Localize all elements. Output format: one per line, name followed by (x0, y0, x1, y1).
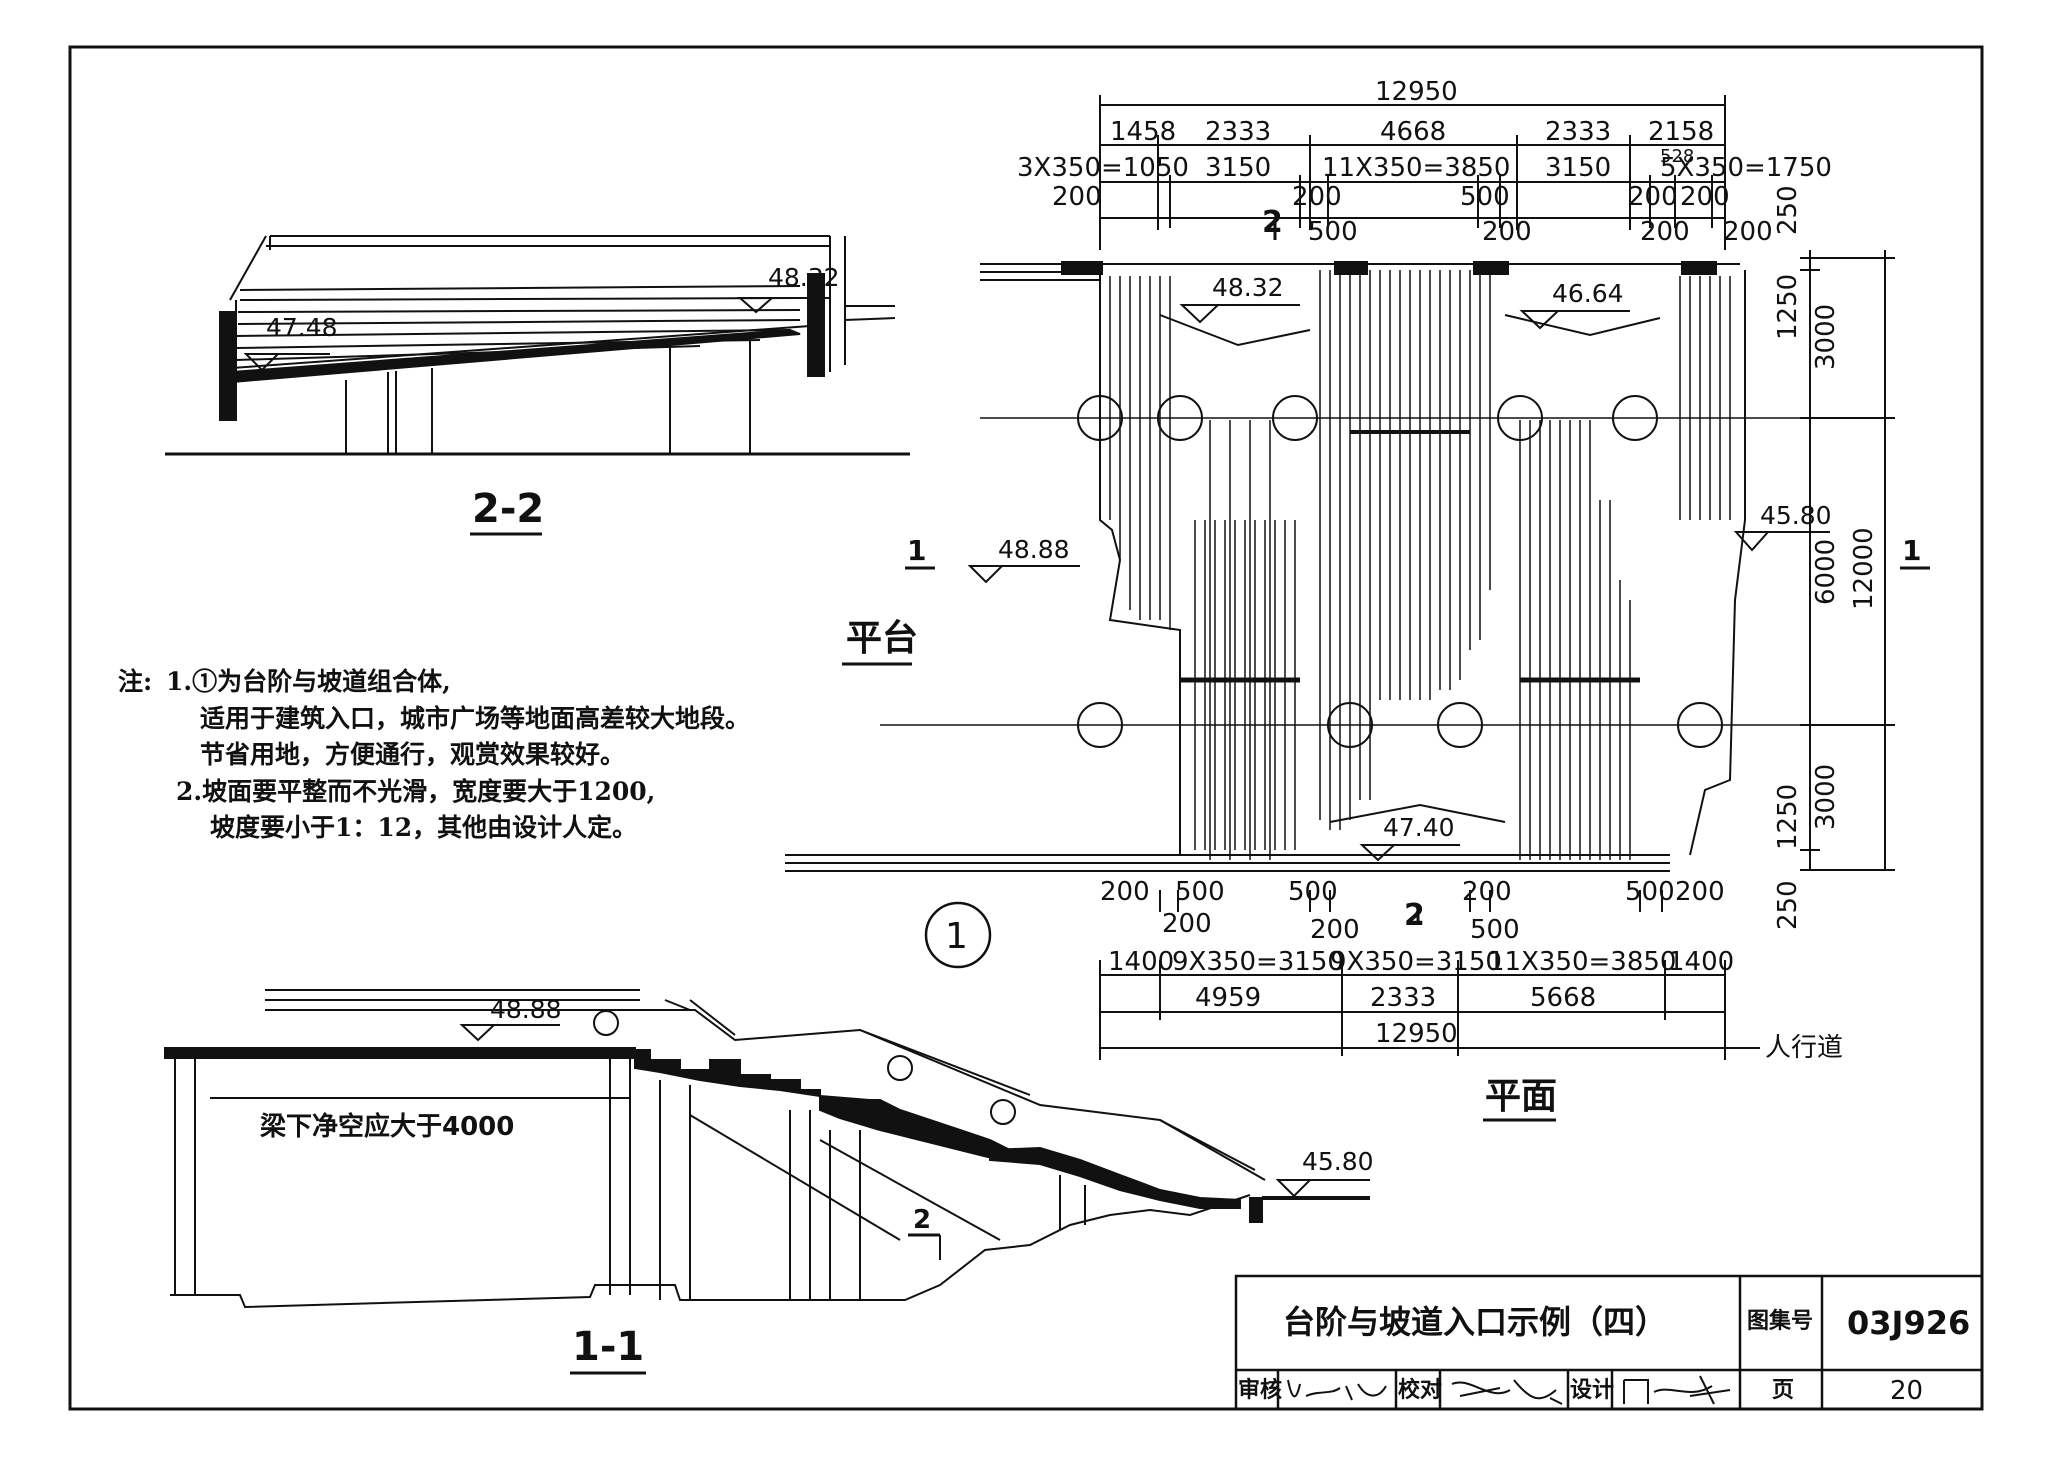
dim-right-total-12000: 12000 (1849, 527, 1879, 610)
review-label: 审核 (1238, 1377, 1282, 1403)
dim-top-200-c: 200 (1482, 217, 1532, 247)
check-label: 校对 (1398, 1377, 1442, 1403)
dim-top-row1-4: 2333 (1545, 117, 1611, 147)
dim-top-row1-3: 4668 (1380, 117, 1446, 147)
dim-right-bot-250: 250 (1773, 880, 1803, 930)
atlas-number-label: 图集号 (1747, 1308, 1813, 1334)
dim-bot-200-d: 200 (1462, 877, 1512, 907)
note-2-line-1: 2.坡面要平整而不光滑，宽度要大于1200, (176, 777, 655, 806)
section-cut-1-left: 1 (907, 534, 926, 567)
section-cut-1-right: 1 (1902, 534, 1921, 567)
design-label: 设计 (1570, 1378, 1614, 1403)
section-cut-2-in-1-1: 2 (913, 1205, 931, 1235)
dim-right-mid-6000: 6000 (1811, 539, 1841, 605)
dim-bot-row1-3: 9X350=3150 (1330, 947, 1502, 977)
note-2-line-2: 坡度要小于1：12，其他由设计人定。 (210, 813, 637, 842)
level-plan-left: 48.88 (998, 535, 1070, 564)
signature-design (1623, 1375, 1731, 1405)
dim-bot-row1-5: 1400 (1668, 947, 1734, 977)
dim-top-row1-5: 2158 (1648, 117, 1714, 147)
level-2-2-right: 48.32 (768, 263, 840, 292)
dim-bot-200-b: 200 (1162, 909, 1212, 939)
section-1-1-view (164, 989, 1370, 1309)
dim-top-row1-2: 2333 (1205, 117, 1271, 147)
dim-bot-row1-4: 11X350=3850 (1488, 947, 1676, 977)
section-cut-2-bottom: 2 (1404, 898, 1425, 933)
plan-label: 平面 (1485, 1076, 1557, 1117)
dim-top-row2-2: 3150 (1205, 153, 1271, 183)
dim-top-row1-1: 1458 (1110, 117, 1176, 147)
combo-circle-label: 1 (945, 916, 968, 957)
dim-top-row1-small: 528 (1660, 146, 1694, 167)
dim-bot-500-b: 500 (1288, 877, 1338, 907)
combo-circle-marker (924, 901, 992, 969)
section-2-2-view (165, 235, 910, 456)
dim-bot-row1-2: 9X350=3150 (1172, 947, 1344, 977)
dim-bot-500-d: 500 (1625, 877, 1675, 907)
dim-bot-200-a: 200 (1100, 877, 1150, 907)
dim-top-200-a: 200 (1052, 182, 1102, 212)
dim-bot-200-e: 200 (1675, 877, 1725, 907)
sheet-frame (68, 45, 1984, 1411)
dim-top-200-g: 200 (1723, 217, 1773, 247)
title-block-title: 台阶与坡道入口示例（四） (1283, 1303, 1667, 1341)
dim-bot-row2-1: 4959 (1195, 983, 1261, 1013)
level-2-2-left: 47.48 (266, 313, 338, 342)
note-1-line-3: 节省用地，方便通行，观赏效果较好。 (200, 740, 625, 769)
section-cut-2-top: 2 (1262, 205, 1283, 240)
dim-top-200-d: 200 (1628, 182, 1678, 212)
section-1-1-label: 1-1 (572, 1324, 644, 1370)
dim-top-row2-3: 11X350=3850 (1322, 153, 1510, 183)
dim-top-row2-4: 3150 (1545, 153, 1611, 183)
level-plan-top-right: 46.64 (1552, 279, 1624, 308)
dim-right-top-250: 250 (1773, 185, 1803, 235)
note-1-line-1: 1.①为台阶与坡道组合体, (166, 667, 451, 696)
dim-bot-500-c: 500 (1470, 915, 1520, 945)
note-1-line-2: 适用于建筑入口，城市广场等地面高差较大地段。 (200, 704, 750, 733)
page-label: 页 (1772, 1378, 1794, 1403)
dim-bot-200-c: 200 (1310, 915, 1360, 945)
dim-top-row2-1: 3X350=1050 (1017, 153, 1189, 183)
dim-top-200-b: 200 (1292, 182, 1342, 212)
title-block (1234, 1274, 1984, 1411)
dim-top-200-f: 200 (1640, 217, 1690, 247)
dim-bot-row2-2: 2333 (1370, 983, 1436, 1013)
level-plan-top-left: 48.32 (1212, 273, 1284, 302)
dim-bot-overall: 12950 (1375, 1019, 1458, 1049)
dim-right-bot-3000: 3000 (1811, 764, 1841, 830)
dim-top-row2-5: 5X350=1750 (1660, 153, 1832, 183)
dim-top-200-e: 200 (1680, 182, 1730, 212)
dim-bot-row2-3: 5668 (1530, 983, 1596, 1013)
atlas-number: 03J926 (1847, 1304, 1970, 1342)
dim-right-top-3000: 3000 (1811, 304, 1841, 370)
section-2-2-label: 2-2 (472, 486, 544, 532)
level-plan-right: 45.80 (1760, 501, 1832, 530)
page-number: 20 (1890, 1376, 1923, 1406)
dim-top-500-b: 500 (1460, 182, 1510, 212)
level-1-1-left: 48.88 (490, 995, 562, 1024)
level-plan-bottom: 47.40 (1383, 813, 1455, 842)
clearance-annotation: 梁下净空应大于4000 (259, 1111, 514, 1142)
notes-prefix: 注: (118, 667, 152, 696)
level-1-1-right: 45.80 (1302, 1147, 1374, 1176)
dim-top-500-a: 500 (1308, 217, 1358, 247)
sidewalk-label: 人行道 (1765, 1033, 1843, 1063)
signature-check (1451, 1379, 1563, 1405)
platform-label: 平台 (846, 618, 918, 659)
plan-view (785, 95, 1930, 1060)
dim-top-overall: 12950 (1375, 77, 1458, 107)
dim-right-bot-1250: 1250 (1773, 784, 1803, 850)
dim-bot-500-a: 500 (1175, 877, 1225, 907)
dim-right-top-1250: 1250 (1773, 274, 1803, 340)
dim-bot-row1-1: 1400 (1108, 947, 1174, 977)
signature-review (1287, 1379, 1387, 1401)
